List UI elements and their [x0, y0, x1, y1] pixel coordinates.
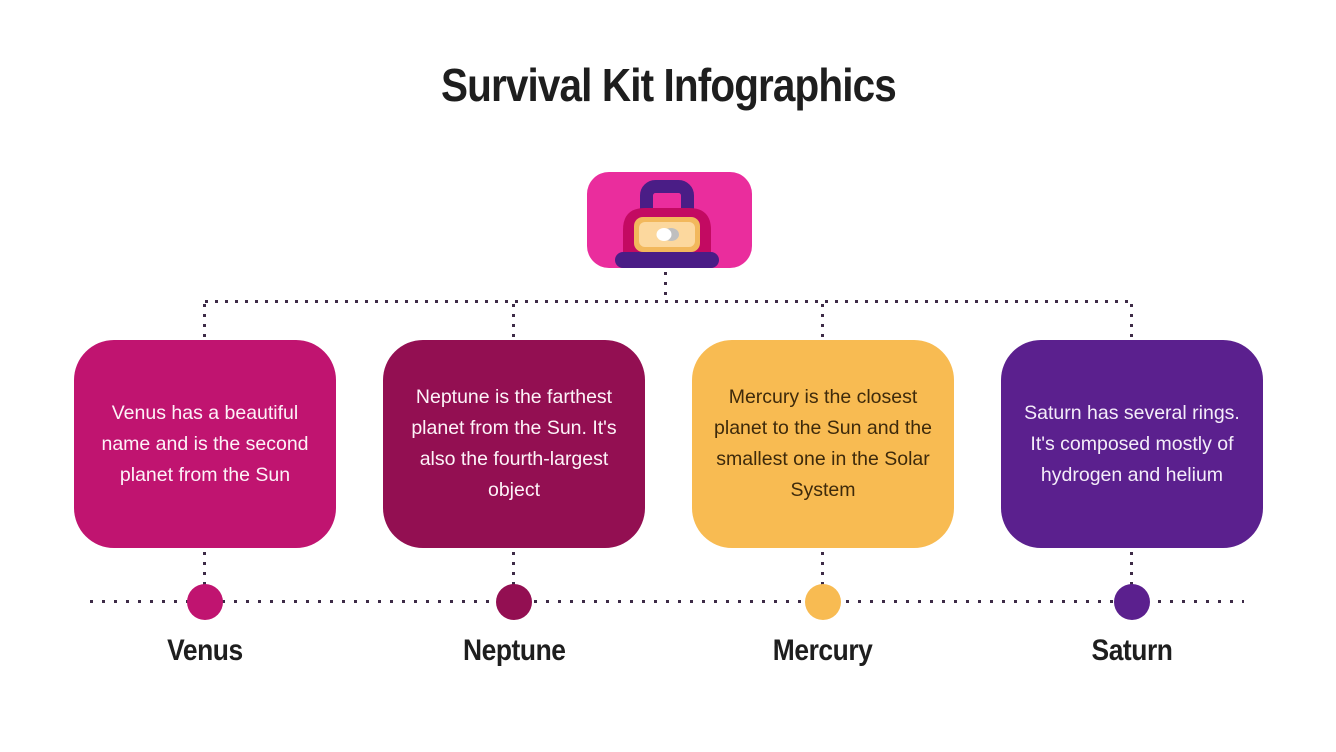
timeline-dot-neptune — [496, 584, 532, 620]
timeline-dot-venus — [187, 584, 223, 620]
label-saturn-text: Saturn — [1091, 634, 1173, 667]
label-mercury: Mercury — [723, 634, 923, 668]
drop-neptune-timeline — [512, 552, 515, 594]
connector-drop-neptune — [512, 304, 515, 340]
drop-mercury-timeline — [821, 552, 824, 594]
timeline-rail — [90, 600, 1244, 603]
timeline-dot-saturn — [1114, 584, 1150, 620]
timeline-dot-mercury — [805, 584, 841, 620]
label-mercury-text: Mercury — [773, 634, 873, 667]
card-venus-text: Venus has a beautiful name and is the se… — [101, 401, 309, 486]
card-mercury: Mercury is the closest planet to the Sun… — [692, 340, 954, 548]
page-title: Survival Kit Infographics — [0, 58, 1336, 112]
card-venus: Venus has a beautiful name and is the se… — [74, 340, 336, 548]
card-neptune-text: Neptune is the farthest planet from the … — [411, 386, 617, 501]
card-saturn-text: Saturn has several rings. It's composed … — [1024, 401, 1240, 486]
label-venus-text: Venus — [167, 634, 243, 667]
first-aid-kit-graphic — [587, 172, 752, 268]
connector-rail — [205, 300, 1134, 303]
connector-icon-drop — [664, 272, 667, 300]
label-neptune: Neptune — [414, 634, 614, 668]
drop-saturn-timeline — [1130, 552, 1133, 594]
connector-drop-saturn — [1130, 304, 1133, 340]
label-saturn: Saturn — [1032, 634, 1232, 668]
page-title-text: Survival Kit Infographics — [440, 59, 897, 111]
card-neptune: Neptune is the farthest planet from the … — [383, 340, 645, 548]
drop-venus-timeline — [203, 552, 206, 594]
label-venus: Venus — [105, 634, 305, 668]
card-saturn: Saturn has several rings. It's composed … — [1001, 340, 1263, 548]
connector-drop-mercury — [821, 304, 824, 340]
connector-drop-venus — [203, 304, 206, 340]
label-neptune-text: Neptune — [462, 634, 566, 667]
card-mercury-text: Mercury is the closest planet to the Sun… — [714, 386, 932, 501]
first-aid-kit-icon — [587, 172, 752, 268]
